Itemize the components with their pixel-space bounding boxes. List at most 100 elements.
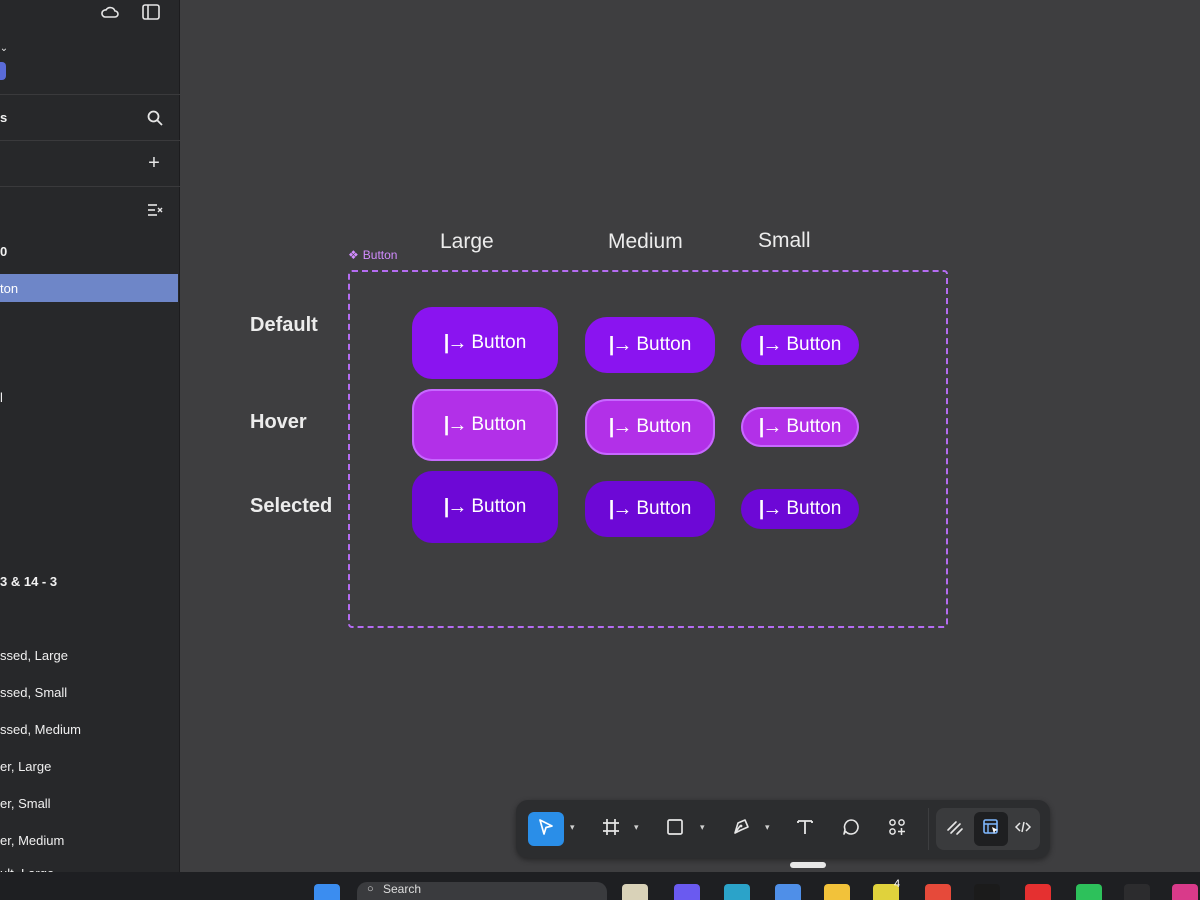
arrow-right-icon: |→: [443, 331, 468, 354]
arrow-right-icon: |→: [758, 415, 783, 438]
pen-tool-button[interactable]: [726, 814, 756, 844]
button-hover-medium[interactable]: |→ Button: [585, 399, 715, 455]
layer-item[interactable]: l: [0, 390, 3, 405]
design-icon: [982, 818, 1000, 841]
selected-layer-row[interactable]: [0, 274, 178, 302]
shapes-plus-icon: [888, 818, 906, 841]
button-label: Button: [786, 416, 842, 437]
arrow-right-icon: |→: [758, 497, 783, 520]
draw-icon: [946, 818, 964, 841]
move-tool-button[interactable]: [528, 812, 564, 846]
button-default-large[interactable]: |→ Button: [412, 307, 558, 379]
button-default-small[interactable]: |→ Button: [741, 325, 859, 365]
netflix-icon[interactable]: [974, 884, 1000, 900]
chevron-down-icon[interactable]: ▾: [700, 822, 705, 832]
code-icon: [1014, 818, 1032, 841]
row-label-hover: Hover: [250, 411, 307, 433]
dev-mode-button[interactable]: [1008, 814, 1038, 844]
frame-tool-button[interactable]: [596, 814, 626, 844]
layers-header: s: [0, 110, 8, 125]
arrow-right-icon: |→: [608, 497, 633, 520]
sidebar-toggle-icon[interactable]: [141, 2, 161, 22]
layer-group-label[interactable]: 3 & 14 - 3: [0, 574, 58, 589]
divider: [0, 140, 180, 141]
pen-icon: [732, 818, 750, 841]
arrow-right-icon: |→: [608, 333, 633, 356]
chrome-icon[interactable]: [925, 884, 951, 900]
button-label: Button: [471, 414, 527, 435]
spotify-icon[interactable]: [1076, 884, 1102, 900]
row-label-selected: Selected: [250, 495, 333, 517]
row-label-default: Default: [250, 314, 318, 336]
button-label: Button: [471, 332, 527, 353]
layers-sidebar: ⌄ s + 0 ton l 3 & 14 - 3 ssed, Large sse…: [0, 0, 180, 900]
rectangle-icon: [666, 818, 684, 841]
button-default-medium[interactable]: |→ Button: [585, 317, 715, 373]
comment-tool-button[interactable]: [836, 814, 866, 844]
button-label: Button: [786, 334, 842, 355]
search-icon[interactable]: [145, 108, 165, 128]
chevron-down-icon[interactable]: ▾: [634, 822, 639, 832]
text-tool-button[interactable]: [790, 814, 820, 844]
comment-icon: [842, 818, 860, 841]
component-set-frame[interactable]: [348, 270, 948, 628]
button-label: Button: [786, 498, 842, 519]
windows-start-icon[interactable]: [314, 884, 340, 900]
column-label-small: Small: [758, 229, 811, 252]
copilot-icon[interactable]: [674, 884, 700, 900]
column-label-medium: Medium: [608, 230, 683, 253]
notification-badge: 4: [894, 878, 901, 890]
toolbar-separator: [928, 808, 929, 850]
app-icon[interactable]: [873, 884, 899, 900]
arrow-right-icon: |→: [758, 333, 783, 356]
arrow-right-icon: |→: [443, 413, 468, 436]
button-selected-large[interactable]: |→ Button: [412, 471, 558, 543]
component-icon: ❖: [348, 248, 359, 262]
variant-layer-item[interactable]: er, Small: [0, 796, 51, 811]
store-icon[interactable]: [775, 884, 801, 900]
rectangle-tool-button[interactable]: [660, 814, 690, 844]
file-explorer-icon[interactable]: [824, 884, 850, 900]
component-set-name: Button: [362, 248, 398, 262]
actions-button[interactable]: [882, 814, 912, 844]
button-selected-small[interactable]: |→ Button: [741, 489, 859, 529]
variant-layer-item[interactable]: ssed, Large: [0, 648, 68, 663]
taskbar-search-label: Search: [383, 882, 422, 896]
toolbar-handle[interactable]: [790, 862, 826, 868]
figma-icon[interactable]: [1124, 884, 1150, 900]
taskbar-search[interactable]: ○ Search: [357, 882, 607, 900]
project-pill[interactable]: [0, 62, 6, 80]
column-label-large: Large: [440, 230, 494, 253]
variant-layer-item[interactable]: ssed, Small: [0, 685, 68, 700]
frame-icon: [602, 818, 620, 841]
collapse-layers-icon[interactable]: [145, 200, 165, 220]
button-selected-medium[interactable]: |→ Button: [585, 481, 715, 537]
arrow-right-icon: |→: [443, 495, 468, 518]
chevron-down-icon[interactable]: ⌄: [0, 42, 9, 54]
button-hover-large[interactable]: |→ Button: [412, 389, 558, 461]
variant-layer-item[interactable]: ssed, Medium: [0, 722, 81, 737]
variant-layer-item[interactable]: er, Medium: [0, 833, 65, 848]
divider: [0, 186, 180, 187]
text-icon: [796, 818, 814, 841]
add-page-icon[interactable]: +: [148, 151, 160, 174]
task-view-icon[interactable]: [622, 884, 648, 900]
cloud-icon[interactable]: [100, 2, 120, 22]
design-mode-button[interactable]: [974, 812, 1008, 846]
selected-layer-label[interactable]: ton: [0, 281, 19, 296]
chevron-down-icon[interactable]: ▾: [765, 822, 770, 832]
arrow-right-icon: |→: [608, 415, 633, 438]
youtube-icon[interactable]: [1025, 884, 1051, 900]
button-hover-small[interactable]: |→ Button: [741, 407, 859, 447]
cursor-icon: [537, 818, 555, 841]
component-set-tag[interactable]: ❖ Button: [348, 248, 397, 262]
variant-layer-item[interactable]: er, Large: [0, 759, 52, 774]
edge-icon[interactable]: [724, 884, 750, 900]
chevron-down-icon[interactable]: ▾: [570, 822, 575, 832]
bottom-toolbar: ▾ ▾ ▾ ▾: [516, 800, 1050, 858]
draw-mode-button[interactable]: [940, 814, 970, 844]
button-label: Button: [636, 498, 692, 519]
page-item[interactable]: 0: [0, 244, 8, 259]
instagram-icon[interactable]: [1172, 884, 1198, 900]
search-icon: ○: [367, 883, 374, 895]
